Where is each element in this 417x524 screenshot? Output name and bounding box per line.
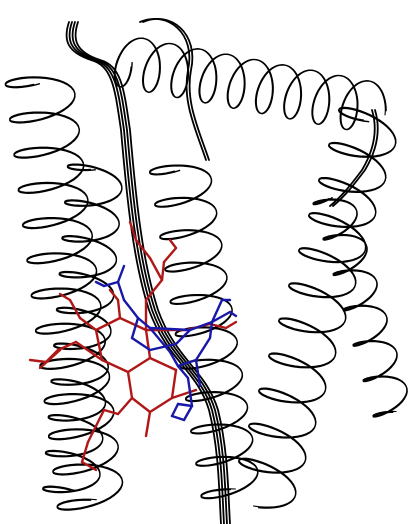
protein-structure-figure xyxy=(0,0,417,524)
protein-ribbon-canvas xyxy=(0,0,417,524)
